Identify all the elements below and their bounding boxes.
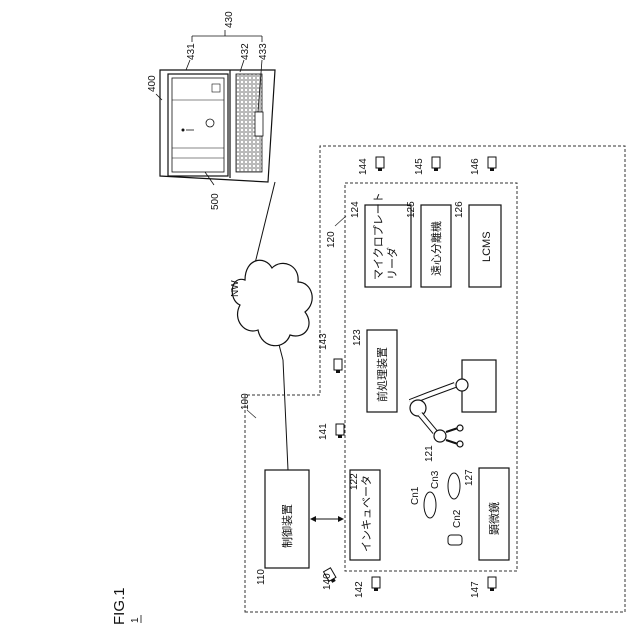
camera-body: [432, 157, 440, 168]
lcms-ref: 126: [454, 201, 465, 218]
camera-ref-143: 143: [318, 333, 329, 350]
screen-ref: 500: [210, 193, 221, 210]
camera-142: [372, 577, 380, 591]
network-cloud: [232, 260, 312, 345]
camera-146: [488, 157, 496, 171]
figure-title: FIG.1: [111, 587, 128, 625]
camera-143: [334, 359, 342, 373]
camera-ref-145: 145: [414, 158, 425, 175]
preprocessor-label: 前処理装置: [375, 347, 389, 402]
laptop-part-432: 432: [240, 43, 251, 60]
robot-gripper-b: [457, 441, 463, 447]
screen-widget: [212, 84, 220, 92]
figure-ref: 1: [130, 617, 141, 623]
laptop: [160, 70, 275, 182]
robot-ref: 121: [424, 445, 435, 462]
camera-body: [334, 359, 342, 370]
network-label: NW: [230, 280, 241, 297]
device-preprocessor: 前処理装置 123: [352, 329, 397, 412]
camera-body: [336, 424, 344, 435]
screen-icon: [206, 119, 214, 127]
laptop-group-ref: 430: [224, 11, 235, 28]
camera-lens: [490, 168, 494, 171]
facility-ref: 100: [240, 393, 251, 410]
camera-ref-144: 144: [358, 158, 369, 175]
camera-body: [376, 157, 384, 168]
camera-144: [376, 157, 384, 171]
camera-ref-140: 140: [322, 573, 333, 590]
incubator-ref: 122: [349, 473, 360, 490]
controller-ref: 110: [256, 569, 267, 585]
container-cn3: [448, 473, 460, 499]
laptop-part-433: 433: [258, 43, 269, 60]
controller-label: 制御装置: [280, 504, 294, 548]
camera-lens: [374, 588, 378, 591]
robot-wrist: [434, 430, 446, 442]
device-centrifuge: 遠心分離機 125: [406, 201, 451, 287]
device-plate-reader: マイクロプレートリーダ 124: [350, 192, 411, 287]
laptop-touchpad: [255, 112, 263, 136]
camera-ref-142: 142: [354, 581, 365, 598]
microscope-label: 顕微鏡: [487, 502, 501, 535]
preprocessor-ref: 123: [352, 329, 363, 346]
device-lcms: LCMS 126: [454, 201, 501, 287]
camera-body: [488, 577, 496, 588]
device-microscope: 顕微鏡 127: [464, 468, 509, 560]
camera-lens: [490, 588, 494, 591]
camera-body: [372, 577, 380, 588]
robot-gripper-a: [457, 425, 463, 431]
robot-joint-base: [456, 379, 468, 391]
lab-ref: 120: [326, 231, 337, 248]
centrifuge-label: 遠心分離機: [429, 221, 443, 276]
centrifuge-ref: 125: [406, 201, 417, 218]
figure-label: FIG.1 1: [111, 587, 141, 625]
laptop-part-bracket: [192, 30, 262, 42]
container-cn3-label: Cn3: [430, 470, 441, 489]
container-cn2: [448, 535, 462, 545]
containers: Cn1 Cn3 Cn2: [410, 470, 463, 545]
plate-reader-ref: 124: [350, 201, 361, 218]
lcms-label: LCMS: [481, 231, 493, 262]
container-cn2-label: Cn2: [452, 509, 463, 528]
camera-ref-141: 141: [318, 423, 329, 440]
camera-lens: [378, 168, 382, 171]
laptop-part-431: 431: [186, 43, 197, 60]
container-cn1: [424, 492, 436, 518]
robot-joint-elbow: [410, 400, 426, 416]
camera-lens: [338, 435, 342, 438]
control-link-arrow: [310, 516, 344, 522]
container-cn1-label: Cn1: [410, 486, 421, 505]
camera-lens: [336, 370, 340, 373]
camera-lens: [434, 168, 438, 171]
incubator-label: インキュベータ: [360, 475, 373, 552]
camera-147: [488, 577, 496, 591]
robot-arm: 121: [410, 360, 496, 462]
camera-ref-146: 146: [470, 158, 481, 175]
device-incubator: インキュベータ 122: [349, 470, 380, 560]
microscope-ref: 127: [464, 469, 475, 486]
camera-145: [432, 157, 440, 171]
laptop-ref: 400: [147, 75, 158, 92]
camera-body: [488, 157, 496, 168]
camera-ref-147: 147: [470, 581, 481, 598]
camera-141: [336, 424, 344, 438]
